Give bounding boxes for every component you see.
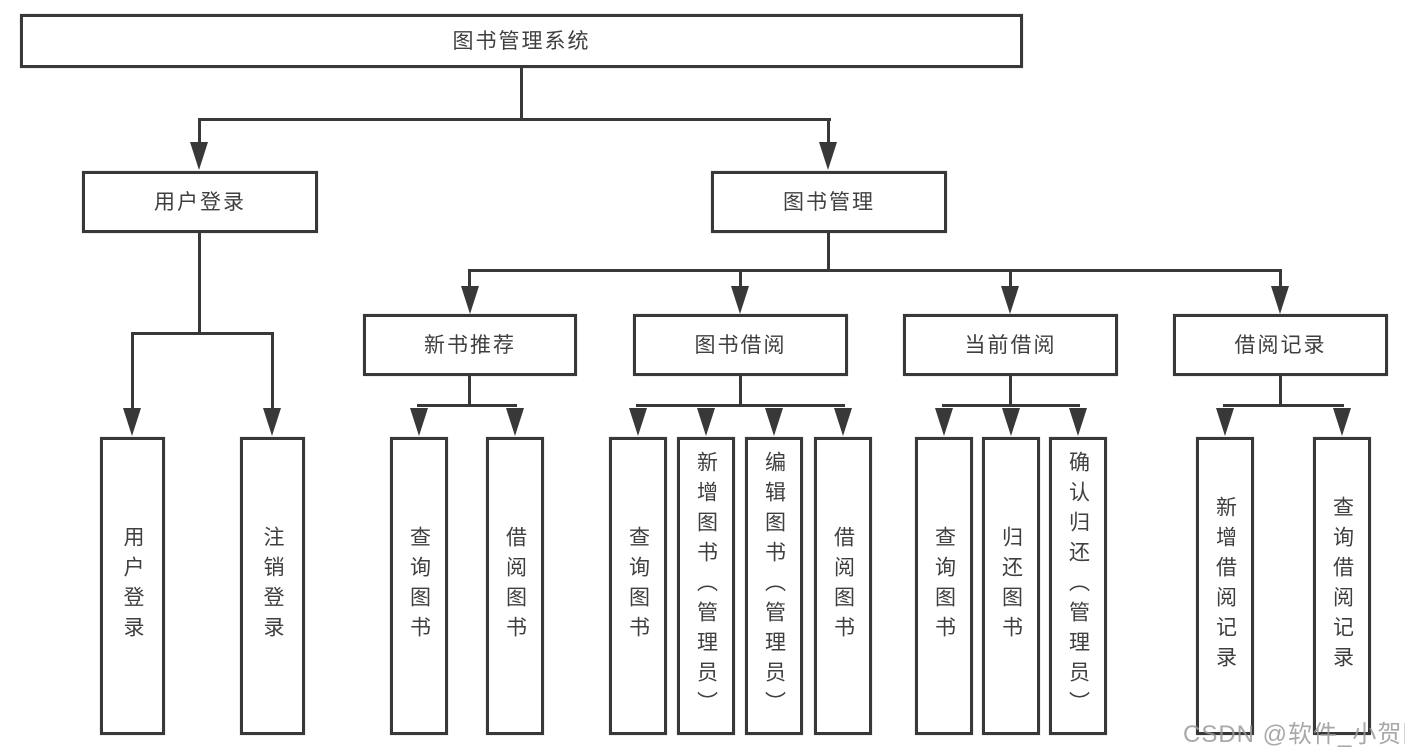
leaf-label: 查询图书 [626, 526, 650, 646]
arrow-down-icon [1333, 408, 1351, 436]
leaf-query-books-borrowing: 查询图书 [609, 437, 667, 735]
connector-line [468, 269, 1282, 272]
node-label: 图书借阅 [694, 333, 787, 357]
leaf-edit-book-admin: 编辑图书（管理员） [745, 437, 803, 735]
leaf-label: 新增图书（管理员） [694, 451, 718, 721]
connector-line [520, 68, 523, 121]
connector-line [827, 118, 830, 148]
node-label: 当前借阅 [964, 333, 1057, 357]
node-label: 借阅记录 [1234, 333, 1327, 357]
leaf-borrow-books: 借阅图书 [814, 437, 872, 735]
arrow-down-icon [629, 408, 647, 436]
node-user-login: 用户登录 [82, 171, 318, 233]
leaf-label: 归还图书 [999, 526, 1023, 646]
leaf-borrow-books-recommend: 借阅图书 [486, 437, 544, 735]
connector-line [636, 404, 845, 407]
connector-line [1279, 269, 1282, 292]
arrow-down-icon [263, 408, 281, 436]
arrow-down-icon [935, 408, 953, 436]
arrow-down-icon [819, 142, 837, 170]
arrow-down-icon [731, 286, 749, 314]
arrow-down-icon [1271, 286, 1289, 314]
leaf-label: 查询图书 [407, 526, 431, 646]
node-new-book-recommend: 新书推荐 [363, 314, 577, 376]
connector-line [1279, 376, 1282, 407]
connector-line [198, 233, 201, 335]
connector-line [942, 404, 1080, 407]
connector-line [271, 332, 274, 412]
watermark: CSDN @软件_小贺同学 [1183, 721, 1405, 747]
arrow-down-icon [1001, 286, 1019, 314]
node-label: 新书推荐 [424, 333, 516, 357]
leaf-label: 查询借阅记录 [1330, 496, 1354, 676]
node-label: 图书管理系统 [452, 29, 591, 53]
leaf-label: 编辑图书（管理员） [762, 451, 786, 721]
leaf-add-book-admin: 新增图书（管理员） [677, 437, 735, 735]
leaf-label: 确认归还（管理员） [1066, 451, 1090, 721]
arrow-down-icon [1216, 408, 1234, 436]
connector-line [198, 118, 831, 121]
arrow-down-icon [765, 408, 783, 436]
leaf-add-borrow-record: 新增借阅记录 [1196, 437, 1254, 735]
node-label: 图书管理 [783, 190, 875, 214]
arrow-down-icon [834, 408, 852, 436]
leaf-label: 用户登录 [121, 526, 144, 646]
leaf-return-books: 归还图书 [982, 437, 1040, 735]
connector-line [417, 404, 517, 407]
connector-line [739, 376, 742, 407]
leaf-label: 查询图书 [932, 526, 956, 646]
leaf-query-borrow-record: 查询借阅记录 [1313, 437, 1371, 735]
arrow-down-icon [461, 286, 479, 314]
arrow-down-icon [190, 142, 208, 170]
arrow-down-icon [1069, 408, 1087, 436]
node-label: 用户登录 [154, 190, 246, 214]
leaf-label: 借阅图书 [503, 526, 527, 646]
leaf-user-login: 用户登录 [100, 437, 165, 735]
leaf-label: 借阅图书 [831, 526, 855, 646]
leaf-label: 新增借阅记录 [1213, 496, 1237, 676]
connector-line [1009, 269, 1012, 292]
connector-line [131, 332, 134, 412]
connector-line [468, 269, 471, 292]
node-current-borrowing: 当前借阅 [903, 314, 1118, 376]
connector-line [739, 269, 742, 292]
connector-line [468, 376, 471, 407]
connector-line [1223, 404, 1344, 407]
node-book-management: 图书管理 [711, 171, 947, 233]
connector-line [827, 233, 830, 272]
connector-line [198, 118, 201, 148]
node-borrowing-records: 借阅记录 [1173, 314, 1388, 376]
leaf-query-books-current: 查询图书 [915, 437, 973, 735]
arrow-down-icon [506, 408, 524, 436]
connector-line [1009, 376, 1012, 407]
arrow-down-icon [123, 408, 141, 436]
node-root-library-system: 图书管理系统 [20, 14, 1023, 68]
node-book-borrowing: 图书借阅 [633, 314, 848, 376]
leaf-logout: 注销登录 [240, 437, 305, 735]
arrow-down-icon [410, 408, 428, 436]
arrow-down-icon [697, 408, 715, 436]
leaf-label: 注销登录 [261, 526, 284, 646]
leaf-confirm-return-admin: 确认归还（管理员） [1049, 437, 1107, 735]
connector-line [131, 332, 274, 335]
arrow-down-icon [1002, 408, 1020, 436]
leaf-query-books-recommend: 查询图书 [390, 437, 448, 735]
